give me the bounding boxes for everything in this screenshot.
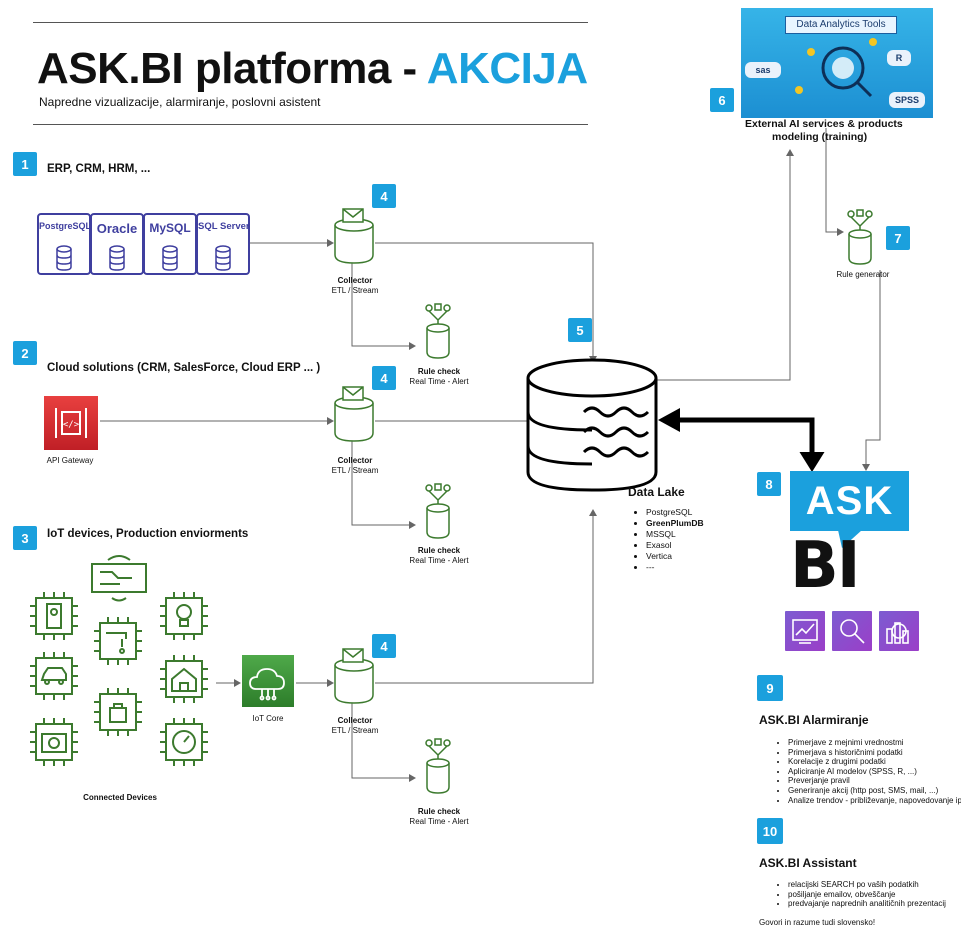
- sas-label: sas: [745, 62, 781, 78]
- list-item: Analize trendov - približevanje, napoved…: [788, 796, 961, 806]
- db-sqlserver-label: SQL Server: [198, 221, 250, 232]
- rulecheck-title: Rule check: [417, 367, 461, 376]
- data-lake-list: PostgreSQL GreenPlumDB MSSQL Exasol Vert…: [632, 507, 704, 573]
- bar-chart-icon: [879, 611, 919, 651]
- api-gateway-label: API Gateway: [46, 456, 94, 465]
- section-title-erp: ERP, CRM, HRM, ...: [47, 163, 151, 175]
- list-item: GreenPlumDB: [646, 518, 704, 529]
- speech-tail-icon: [838, 530, 862, 548]
- list-item: ---: [646, 562, 704, 573]
- list-item: MSSQL: [646, 529, 704, 540]
- list-item: predvajanje naprednih analitičnih prezen…: [788, 899, 946, 909]
- section-title-cloud: Cloud solutions (CRM, SalesForce, Cloud …: [47, 362, 321, 374]
- db-oracle-label: Oracle: [96, 221, 138, 236]
- step-badge-5: 5: [568, 318, 592, 342]
- list-item: Vertica: [646, 551, 704, 562]
- page-subtitle: Napredne vizualizacije, alarmiranje, pos…: [39, 95, 321, 109]
- db-oracle: Oracle: [90, 213, 144, 275]
- rulecheck-title: Rule check: [417, 546, 461, 555]
- list-item: PostgreSQL: [646, 507, 704, 518]
- connected-devices-label: Connected Devices: [83, 793, 157, 802]
- alarm-title: ASK.BI Alarmiranje: [759, 713, 869, 727]
- external-ai-caption: External AI services & products modeling…: [745, 118, 903, 144]
- db-postgresql-label: PostgreSQL: [39, 221, 92, 231]
- list-item: Korelacije z drugimi podatki: [788, 757, 961, 767]
- db-sqlserver: SQL Server: [196, 213, 250, 275]
- step-badge-4b: 4: [372, 366, 396, 390]
- step-badge-3: 3: [13, 526, 37, 550]
- database-icon: [215, 245, 231, 271]
- assistant-list: relacijski SEARCH po vaših podatkih poši…: [774, 880, 946, 909]
- r-label: R: [887, 50, 911, 66]
- external-caption-line1: External AI services & products: [745, 118, 903, 130]
- db-postgresql: PostgreSQL: [37, 213, 91, 275]
- list-item: Primerjave z mejnimi vrednostmi: [788, 738, 961, 748]
- search-magnifier-icon: [832, 611, 872, 651]
- rulecheck-sub: Real Time - Alert: [409, 556, 469, 565]
- step-badge-1: 1: [13, 152, 37, 176]
- rule-generator-label: Rule generator: [836, 270, 890, 279]
- analytics-tools-title: Data Analytics Tools: [785, 16, 897, 34]
- header-bottom-rule: [33, 124, 588, 125]
- closing-note: Govori in razume tudi slovensko!: [759, 918, 876, 927]
- collector-title: Collector: [337, 456, 373, 465]
- db-mysql: MySQL: [143, 213, 197, 275]
- page-title-main: ASK.BI platforma -: [37, 44, 417, 93]
- database-icon: [162, 245, 178, 271]
- step-badge-2: 2: [13, 341, 37, 365]
- step-badge-6: 6: [710, 88, 734, 112]
- database-icon: [109, 245, 125, 271]
- spss-label: SPSS: [889, 92, 925, 108]
- step-badge-9: 9: [757, 675, 783, 701]
- rulecheck-sub: Real Time - Alert: [409, 377, 469, 386]
- list-item: pošiljanje emailov, obveščanje: [788, 890, 946, 900]
- askbi-logo-bi: BI: [790, 529, 861, 603]
- alarm-list: Primerjave z mejnimi vrednostmi Primerja…: [774, 738, 961, 805]
- database-icon: [56, 245, 72, 271]
- step-badge-4c: 4: [372, 634, 396, 658]
- collector-sub: ETL / Stream: [331, 466, 379, 475]
- api-gateway-icon: </>: [44, 396, 98, 450]
- external-caption-line2: modeling (training): [772, 131, 868, 143]
- list-item: Apliciranje AI modelov (SPSS, R, ...): [788, 767, 961, 777]
- step-badge-7: 7: [886, 226, 910, 250]
- list-item: relacijski SEARCH po vaših podatkih: [788, 880, 946, 890]
- magnifier-gear-icon: [795, 38, 877, 98]
- rulecheck-title: Rule check: [417, 807, 461, 816]
- list-item: Exasol: [646, 540, 704, 551]
- collector-sub: ETL / Stream: [331, 726, 379, 735]
- list-item: Generiranje akcij (http post, SMS, mail,…: [788, 786, 961, 796]
- analytics-tools-image: Data Analytics Tools sas R SPSS: [741, 8, 933, 118]
- data-lake-icon: [526, 358, 658, 492]
- chart-line-icon: [785, 611, 825, 651]
- page-title-accent: AKCIJA: [426, 44, 588, 93]
- list-item: Primerjava s historičnimi podatki: [788, 748, 961, 758]
- collector-title: Collector: [337, 716, 373, 725]
- step-badge-8: 8: [757, 472, 781, 496]
- page-title: ASK.BI platforma - AKCIJA: [37, 44, 588, 94]
- list-item: Preverjanje pravil: [788, 776, 961, 786]
- askbi-logo-ask: ASK: [790, 471, 909, 531]
- iot-core-label: IoT Core: [252, 714, 284, 723]
- collector-title: Collector: [337, 276, 373, 285]
- assistant-title: ASK.BI Assistant: [759, 856, 857, 870]
- step-badge-10: 10: [757, 818, 783, 844]
- iot-core-icon: [242, 655, 294, 707]
- header-top-rule: [33, 22, 588, 23]
- step-badge-4a: 4: [372, 184, 396, 208]
- rulecheck-sub: Real Time - Alert: [409, 817, 469, 826]
- collector-sub: ETL / Stream: [331, 286, 379, 295]
- data-lake-title: Data Lake: [628, 485, 685, 499]
- svg-text:</>: </>: [63, 420, 80, 430]
- section-title-iot: IoT devices, Production enviorments: [47, 528, 249, 540]
- db-mysql-label: MySQL: [149, 221, 191, 235]
